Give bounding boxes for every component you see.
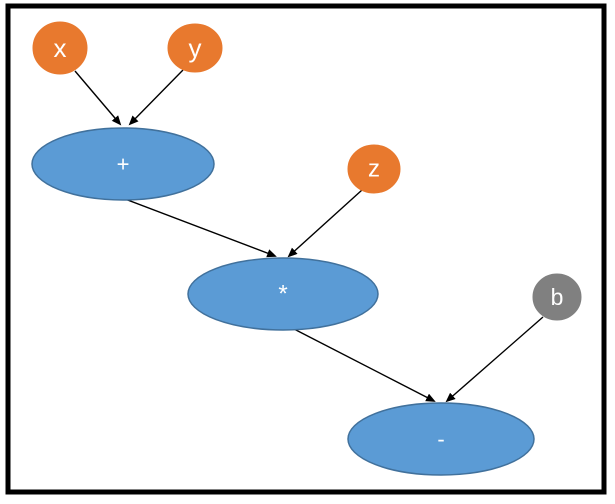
node-minus[interactable]: - (347, 402, 535, 476)
node-shape-y[interactable] (167, 23, 223, 73)
node-plus[interactable]: + (31, 127, 215, 201)
edge-x-to-plus (74, 70, 122, 126)
edge-times-to-minus (293, 328, 436, 402)
edge-y-to-plus (128, 69, 184, 126)
node-y[interactable]: y (167, 23, 223, 73)
node-shape-plus[interactable] (31, 127, 215, 201)
node-z[interactable]: z (347, 144, 401, 194)
node-shape-b[interactable] (532, 273, 582, 321)
node-shape-z[interactable] (347, 144, 401, 194)
node-shape-minus[interactable] (347, 402, 535, 476)
node-shape-times[interactable] (187, 257, 379, 331)
diagram-frame (5, 3, 607, 495)
node-b[interactable]: b (532, 273, 582, 321)
node-shape-x[interactable] (32, 21, 88, 75)
edge-b-to-minus (445, 316, 544, 403)
node-x[interactable]: x (32, 21, 88, 75)
edges-group (74, 69, 544, 403)
edge-z-to-times (287, 189, 363, 258)
edge-plus-to-times (124, 198, 277, 258)
node-times[interactable]: * (187, 257, 379, 331)
